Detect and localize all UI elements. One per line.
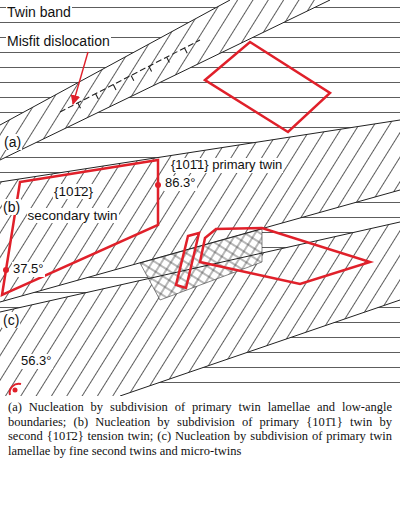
connector-layer xyxy=(0,0,400,396)
node-label: {101̄2} secondary twin xyxy=(27,184,118,223)
twin-band-region xyxy=(0,222,400,396)
figure-label: Twin band xyxy=(6,4,72,20)
micro-twin-outline xyxy=(176,233,199,288)
angle-value: 37.5° xyxy=(12,262,45,277)
subdivision-outline xyxy=(205,42,330,132)
angle-value: 56.3° xyxy=(20,354,53,369)
node-text-block: {101̄2} secondary twin xyxy=(20,180,126,228)
misfit-dislocation-line xyxy=(60,40,200,112)
angle-value: 86.3° xyxy=(164,176,197,191)
dislocation-symbol xyxy=(78,48,187,108)
angle-marker xyxy=(13,388,18,393)
micro-twin-mesh xyxy=(140,229,262,300)
figure-caption: (a) Nucleation by subdivision of primary… xyxy=(8,400,392,458)
micro-twin-backing xyxy=(140,229,262,300)
twin-label: {101̄1} primary twin xyxy=(170,158,283,173)
annotation-label: Misfit dislocation xyxy=(6,33,111,49)
figure-stage: {101̄2} secondary twin Twin bandMisfit di… xyxy=(0,0,400,396)
secondary-twin-outline xyxy=(2,160,158,295)
band-boundary xyxy=(0,190,400,302)
band-boundary xyxy=(120,300,400,396)
band-boundary xyxy=(0,222,400,312)
panel-label: (b) xyxy=(2,199,21,215)
leader-arrow xyxy=(73,52,88,104)
second-twin-outline xyxy=(200,228,370,284)
panel-label: (a) xyxy=(3,134,22,150)
band-boundary xyxy=(0,0,330,160)
band-boundary xyxy=(0,0,230,125)
angle-arc xyxy=(10,384,21,395)
panel-label: (c) xyxy=(2,312,20,328)
matrix-region xyxy=(120,300,400,396)
band-boundary xyxy=(0,120,400,182)
